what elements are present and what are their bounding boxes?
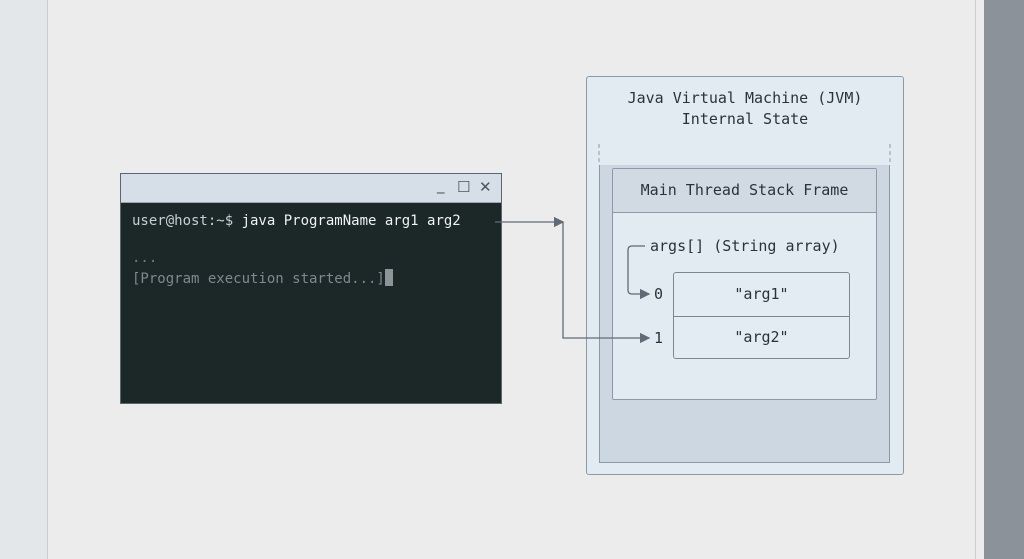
array-cell: "arg2" — [734, 328, 789, 346]
terminal-titlebar: _ ☐ ✕ — [121, 174, 501, 203]
array-cell: "arg1" — [674, 273, 849, 317]
jvm-title-line1: Java Virtual Machine (JVM) — [627, 89, 863, 107]
args-array: "arg1" "arg2" — [673, 272, 850, 359]
left-margin — [0, 0, 48, 559]
args-label: args[] (String array) — [650, 237, 840, 255]
jvm-title: Java Virtual Machine (JVM) Internal State — [586, 88, 904, 130]
array-index: 1 — [654, 329, 664, 347]
right-margin — [984, 0, 1024, 559]
array-index: 0 — [654, 285, 664, 303]
jvm-title-line2: Internal State — [681, 110, 809, 128]
close-icon[interactable]: ✕ — [479, 178, 492, 196]
output-line: [Program execution started...] — [132, 269, 393, 287]
arrow-to-index-0 — [627, 245, 651, 300]
terminal-window: _ ☐ ✕ user@host:~$ java ProgramName arg1… — [120, 173, 502, 404]
command: java ProgramName arg1 arg2 — [241, 213, 461, 229]
cursor — [384, 269, 393, 286]
minimize-icon[interactable]: _ — [437, 176, 445, 194]
prompt: user@host:~$ — [132, 213, 242, 229]
ellipsis: ... — [132, 250, 158, 266]
divider — [975, 0, 976, 559]
arrow-to-index-1 — [562, 222, 651, 344]
command-line: user@host:~$ java ProgramName arg1 arg2 — [132, 213, 461, 229]
stack-frame-title: Main Thread Stack Frame — [613, 169, 876, 213]
maximize-icon[interactable]: ☐ — [457, 178, 471, 196]
output-text: [Program execution started...] — [132, 271, 385, 287]
